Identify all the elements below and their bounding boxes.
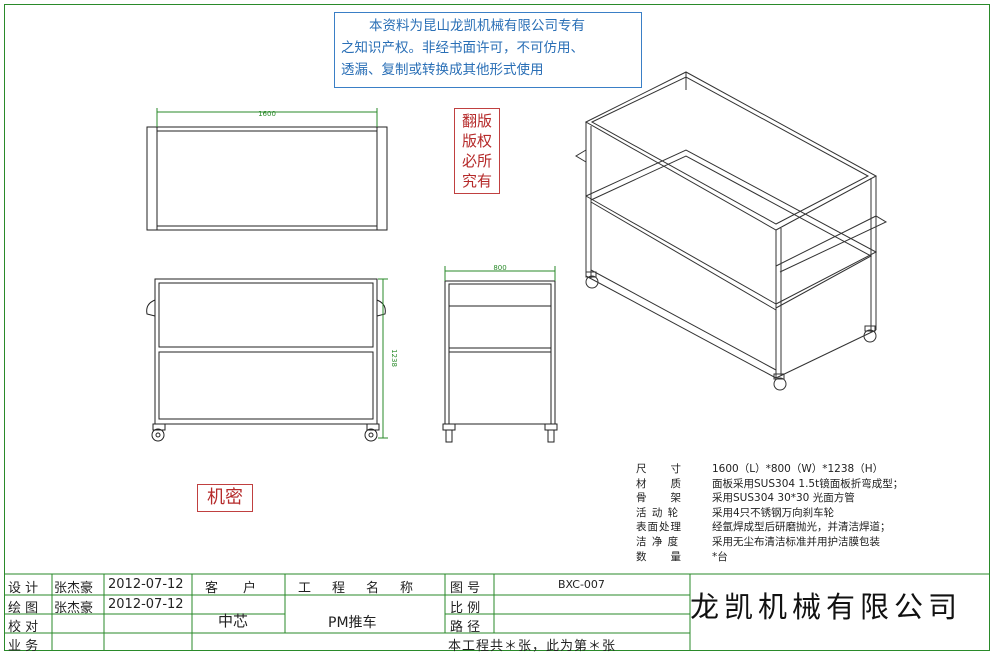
drafter-name: 张杰豪 xyxy=(54,601,94,616)
stamp-line-4: 究有 xyxy=(461,172,492,190)
sheet-count: 本工程共＊张，此为第＊张 xyxy=(448,639,617,654)
stamp-line-2: 版权 xyxy=(461,132,492,150)
path-label: 路 径 xyxy=(450,620,481,635)
front-view xyxy=(146,278,388,442)
copyright-notice: 本资料为昆山龙凯机械有限公司专有 之知识产权。非经书面许可，不可仿用、 透漏、复… xyxy=(334,12,642,88)
spec-value: 面板采用SUS304 1.5t镜面板折弯成型； xyxy=(712,477,904,490)
notice-line-2: 之知识产权。非经书面许可，不可仿用、 xyxy=(341,40,584,56)
spec-value: 采用无尘布清洁标准并用护洁膜包装 xyxy=(712,535,880,548)
spec-row: 材 质 面板采用SUS304 1.5t镜面板折弯成型； xyxy=(636,477,903,492)
project-value: PM推车 xyxy=(328,615,377,631)
title-block-grid xyxy=(4,573,990,651)
spec-key: 材 质 xyxy=(636,477,682,490)
isometric-view xyxy=(575,71,888,391)
spec-key: 活 动 轮 xyxy=(636,506,680,519)
spec-row: 表面处理 经氩焊成型后研磨抛光，并清洁焊道； xyxy=(636,520,903,535)
drafter-label: 绘 图 xyxy=(8,601,39,616)
spec-row: 活 动 轮 采用4只不锈钢万向刹车轮 xyxy=(636,506,903,521)
spec-value: 采用4只不锈钢万向刹车轮 xyxy=(712,506,835,519)
company-name: 龙凯机械有限公司 xyxy=(690,590,963,624)
drawing-no-label: 图 号 xyxy=(450,581,481,596)
checker-label: 校 对 xyxy=(8,620,39,635)
drawing-no-value: BXC-007 xyxy=(558,578,605,591)
scale-label: 比 例 xyxy=(450,601,481,616)
spec-list: 尺 寸 1600（L）*800（W）*1238（H） 材 质 面板采用SUS304 … xyxy=(636,462,903,564)
confidential-stamp: 机密 xyxy=(197,484,253,512)
spec-row: 骨 架 采用SUS304 30*30 光面方管 xyxy=(636,491,903,506)
customer-label: 客 户 xyxy=(205,581,263,596)
spec-value: 采用SUS304 30*30 光面方管 xyxy=(712,492,855,505)
height-dimension: 1238 xyxy=(390,349,398,367)
spec-key: 尺 寸 xyxy=(636,463,682,475)
designer-name: 张杰豪 xyxy=(54,581,94,596)
spec-value: *台 xyxy=(712,550,728,563)
spec-row: 尺 寸 1600（L）*800（W）*1238（H） xyxy=(636,462,903,477)
drawing-frame xyxy=(4,4,990,651)
spec-value: 经氩焊成型后研磨抛光，并清洁焊道； xyxy=(712,521,891,534)
notice-line-3: 透漏、复制或转换成其他形式使用 xyxy=(341,62,544,78)
customer-value: 中芯 xyxy=(218,612,249,630)
spec-key: 骨 架 xyxy=(636,492,682,505)
spec-key: 表面处理 xyxy=(636,521,682,534)
project-label: 工 程 名 称 xyxy=(298,581,418,596)
spec-key: 数 量 xyxy=(636,550,682,563)
designer-date: 2012-07-12 xyxy=(108,577,184,592)
copyright-stamp: 翻版 版权 必所 究有 xyxy=(454,108,500,194)
top-view xyxy=(146,108,388,231)
spec-row: 数 量 *台 xyxy=(636,550,903,565)
notice-line-1: 本资料为昆山龙凯机械有限公司专有 xyxy=(369,18,585,34)
spec-row: 洁 净 度 采用无尘布清洁标准并用护洁膜包装 xyxy=(636,535,903,550)
side-view xyxy=(442,266,558,443)
side-width-dimension: 800 xyxy=(493,264,506,272)
spec-key: 洁 净 度 xyxy=(636,535,680,548)
top-width-dimension: 1600 xyxy=(258,110,276,118)
business-label: 业 务 xyxy=(8,639,39,654)
stamp-line-1: 翻版 xyxy=(461,112,492,130)
stamp-line-3: 必所 xyxy=(461,152,492,170)
designer-label: 设 计 xyxy=(8,581,39,596)
drafter-date: 2012-07-12 xyxy=(108,597,184,612)
spec-value: 1600（L）*800（W）*1238（H） xyxy=(712,463,884,475)
